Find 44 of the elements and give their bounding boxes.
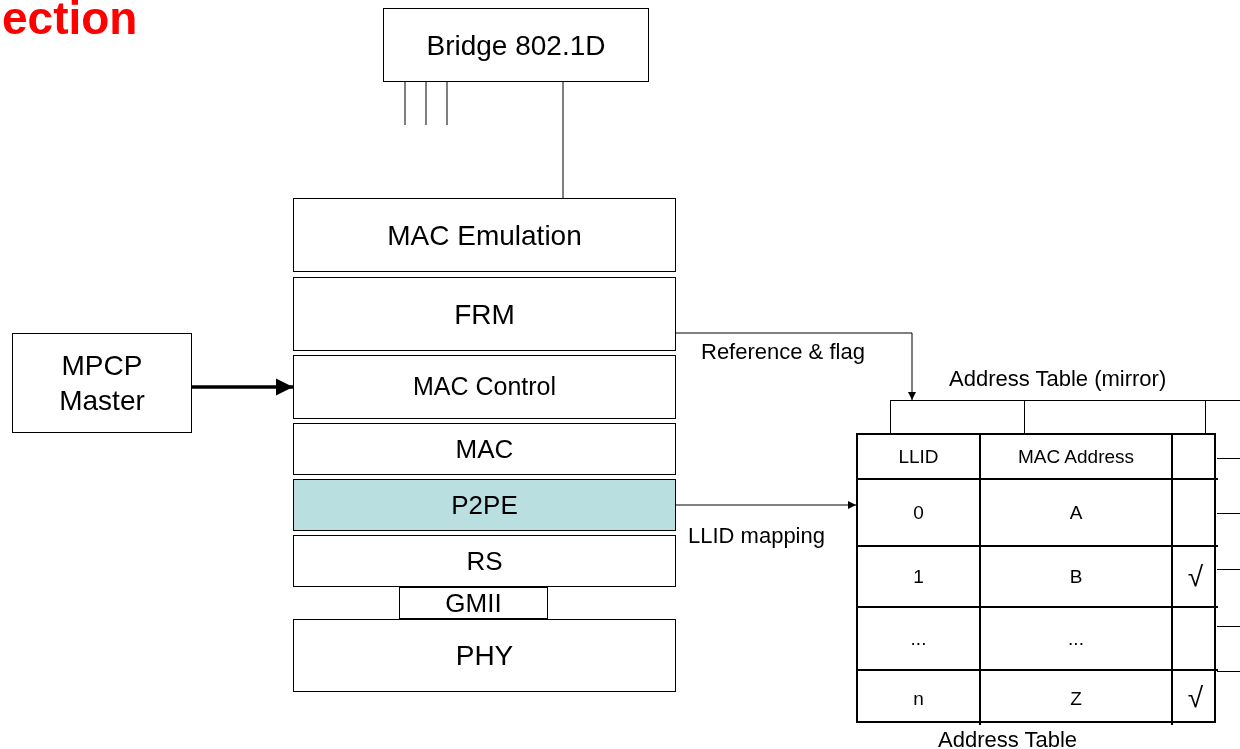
layer-box <box>293 535 676 587</box>
table-cell-text: √ <box>1187 684 1204 712</box>
box-label: GMII <box>445 586 502 620</box>
table-cell-text: B <box>1069 567 1083 586</box>
entity-box <box>383 8 649 82</box>
layer-box <box>293 198 676 272</box>
layer-box <box>293 423 676 475</box>
arrow <box>675 332 916 401</box>
table-cell-text: A <box>1069 503 1083 522</box>
layer-box <box>399 587 548 619</box>
connector-line <box>425 81 427 126</box>
column-header: MAC Address <box>1017 447 1135 466</box>
box-label: Bridge 802.1D <box>426 28 606 63</box>
box-label: MAC Emulation <box>387 218 582 253</box>
edge-label: Reference & flag <box>701 341 865 363</box>
box-label: PHY <box>455 639 514 673</box>
arrow <box>192 378 293 396</box>
table-cell-text: √ <box>1187 562 1204 591</box>
entity-box <box>12 333 192 433</box>
connector-line <box>562 81 564 199</box>
table-cell-text: ... <box>1068 629 1084 648</box>
column-header: LLID <box>898 447 939 466</box>
arrow <box>675 501 857 509</box>
layer-box <box>293 619 676 692</box>
table-cell-text: 0 <box>913 503 924 522</box>
box-label: RS <box>466 544 503 578</box>
box-label: MAC <box>455 432 514 466</box>
connector-line <box>446 81 448 126</box>
table-cell-text: n <box>913 688 924 708</box>
table-cell-text: ... <box>910 629 927 648</box>
box-label: MAC Control <box>412 371 557 403</box>
box-label: FRM <box>454 297 515 332</box>
layer-box <box>293 479 676 531</box>
layer-box <box>293 355 676 419</box>
box-label: P2PE <box>451 488 518 522</box>
layer-box <box>293 277 676 351</box>
box-label: MPCP Master <box>58 349 146 418</box>
edge-label: LLID mapping <box>688 525 825 547</box>
table-caption: Address Table <box>938 729 1077 749</box>
table-cell-text: Z <box>1070 688 1082 708</box>
table-heading: Address Table (mirror) <box>949 368 1167 390</box>
title: ection <box>2 0 138 46</box>
table-cell-text: 1 <box>913 567 924 586</box>
connector-line <box>404 81 406 126</box>
